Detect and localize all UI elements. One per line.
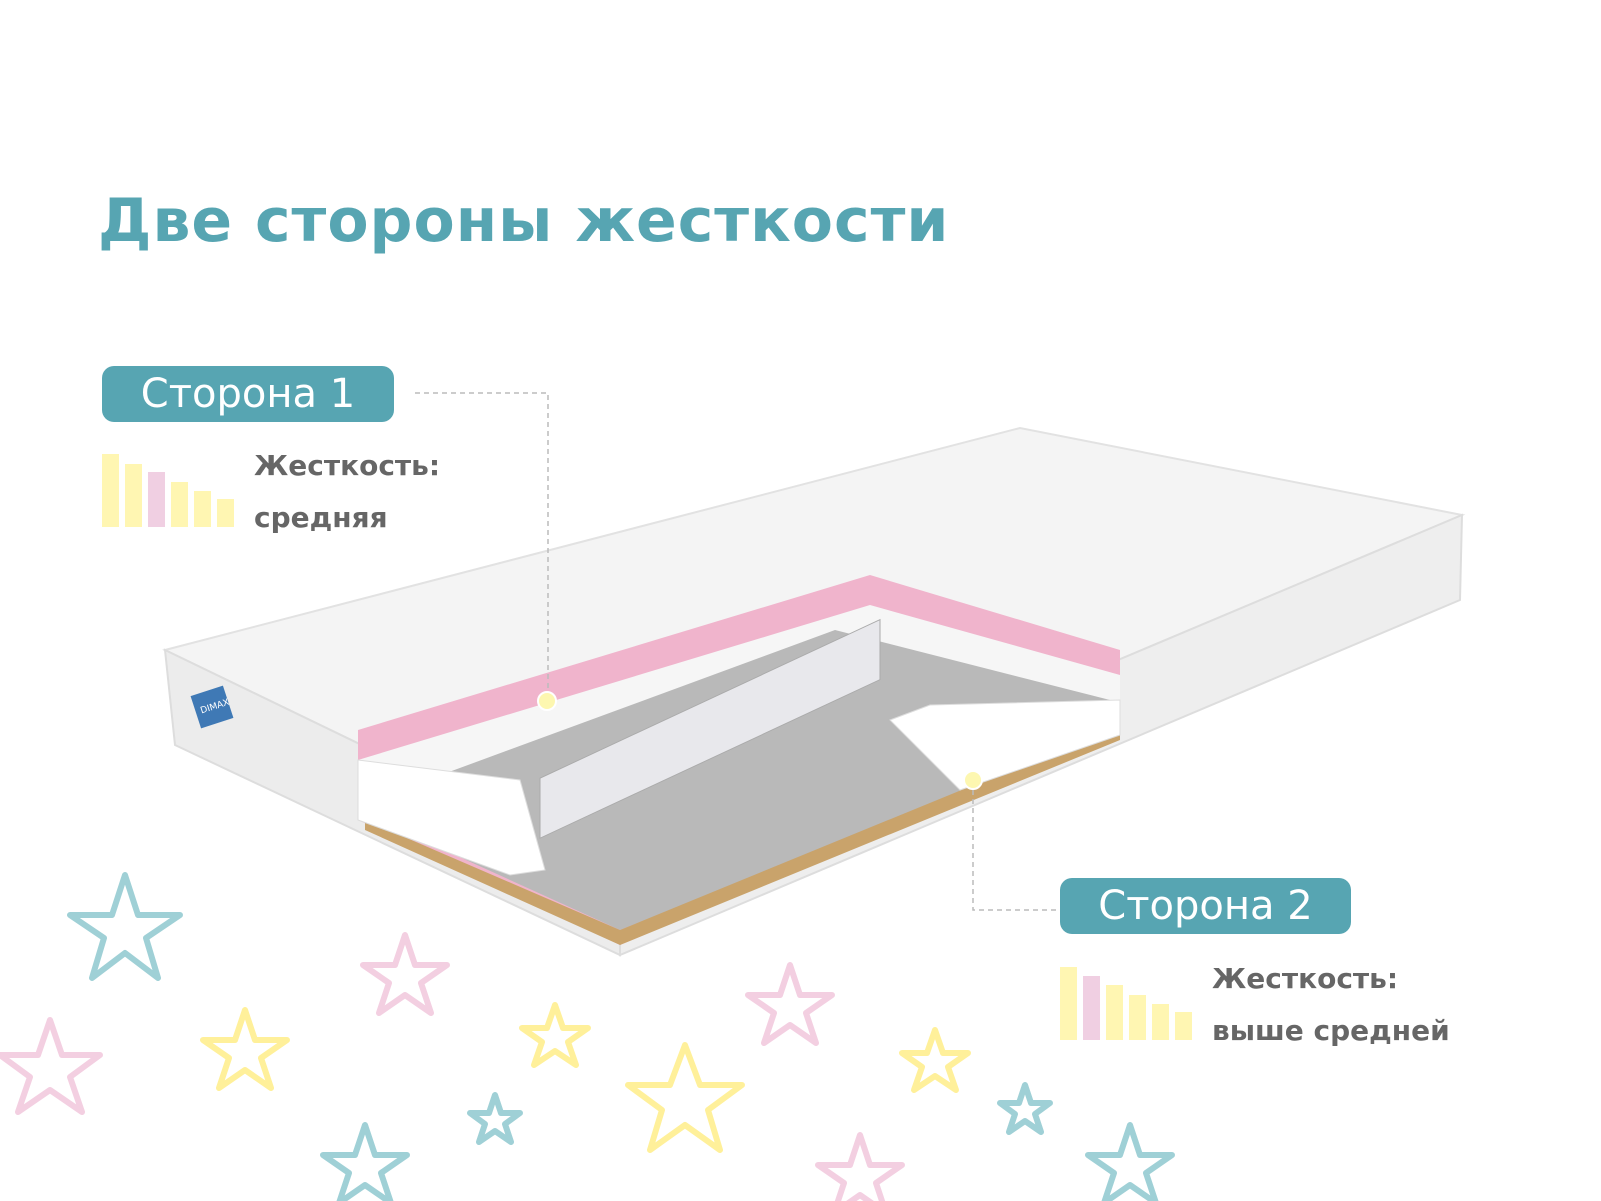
firmness-label: Жесткость: [1212,962,1399,995]
firmness-bar [217,499,234,527]
leader-line-side-2 [972,790,1057,911]
firmness-label: Жесткость: [254,449,441,482]
firmness-value: средняя [254,501,388,534]
firmness-bar [194,491,211,527]
firmness-bar [125,464,142,527]
firmness-bar [1106,985,1123,1040]
mattress-image: DIMAX [162,426,1466,957]
stars-decoration [0,872,1175,1201]
side-2-firmness-scale [1060,967,1192,1040]
side-1-firmness: Жесткость: средняя [254,440,440,544]
side-2-firmness: Жесткость: выше средней [1212,953,1450,1057]
side-2-badge: Сторона 2 [1060,878,1351,934]
firmness-bar-active [148,472,165,527]
firmness-bar [1175,1012,1192,1040]
firmness-bar-active [1083,976,1100,1040]
firmness-bar [171,482,188,527]
firmness-bar [1152,1004,1169,1040]
side-1-badge: Сторона 1 [102,366,394,422]
firmness-bar [102,454,119,527]
page-title: Две стороны жесткости [98,186,950,256]
firmness-value: выше средней [1212,1014,1450,1047]
firmness-bar [1129,995,1146,1040]
side-1-firmness-scale [102,454,234,527]
firmness-bar [1060,967,1077,1040]
